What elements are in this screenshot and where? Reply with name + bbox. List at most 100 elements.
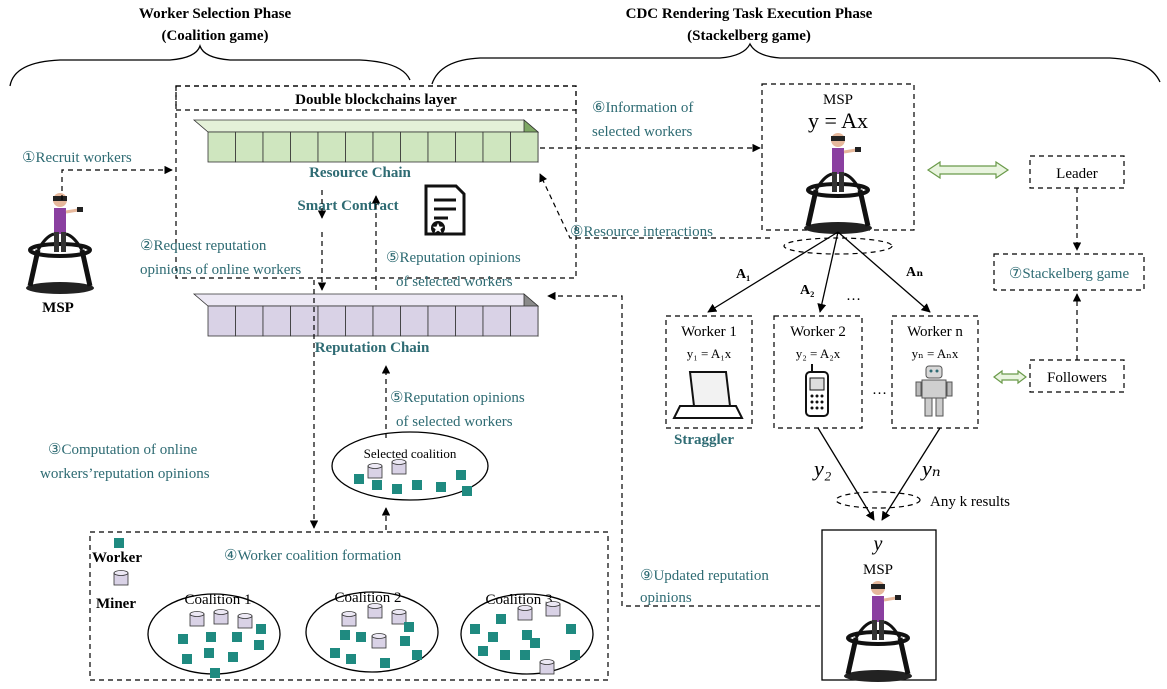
msp-left-icon	[26, 193, 94, 294]
resource-block	[290, 131, 319, 163]
resource-block	[235, 131, 264, 163]
coalition-3-label: Coalition 3	[485, 592, 552, 608]
worker-square	[256, 624, 266, 634]
msp-bottom-icon	[844, 581, 912, 682]
worker-square	[500, 650, 510, 660]
reputation-block	[235, 305, 264, 337]
step-5-lower-line2: of selected workers	[396, 414, 513, 430]
resource-block	[207, 131, 236, 163]
step-1-label: ①Recruit workers	[22, 150, 132, 166]
msp-bottom-label: MSP	[863, 562, 893, 578]
coalition-1-label: Coalition 1	[184, 592, 251, 608]
worker-n-name: Worker n	[907, 324, 963, 340]
legend-worker-square	[114, 538, 124, 548]
edge-a1-label: A₁	[736, 267, 750, 282]
selected-coalition-label: Selected coalition	[364, 446, 457, 461]
worker-selection-phase-subtitle: (Coalition game)	[161, 28, 268, 44]
worker-square	[400, 636, 410, 646]
edge-ellipsis: …	[846, 288, 861, 304]
resource-block	[372, 131, 401, 163]
right-phase-brace	[431, 42, 1161, 85]
smart-contract-label: Smart Contract	[297, 198, 398, 214]
step-2-label-line1: ②Request reputation	[140, 238, 267, 254]
worker-square	[412, 650, 422, 660]
worker-square	[204, 648, 214, 658]
step-5-upper-line2: of selected workers	[396, 274, 513, 290]
step-6-label-line2: selected workers	[592, 124, 693, 140]
laptop-icon	[672, 371, 744, 419]
reputation-block	[510, 305, 539, 337]
worker-square	[462, 486, 472, 496]
any-k-ellipse	[835, 491, 921, 509]
resource-block	[345, 131, 374, 163]
msp-top-label: MSP	[823, 92, 853, 108]
resource-block	[317, 131, 346, 163]
robot-icon	[915, 365, 953, 417]
worker-2-equation: y₂ = A₂x	[796, 346, 841, 361]
edge-an-label: Aₙ	[906, 265, 923, 280]
followers-label: Followers	[1047, 370, 1107, 386]
resource-chain	[192, 119, 540, 163]
edge-a2-label: A₂	[800, 283, 814, 298]
step-9-label-line2: opinions	[640, 590, 692, 606]
step-3-label-line1: ③Computation of online	[48, 442, 198, 458]
worker-square	[436, 482, 446, 492]
worker-square	[210, 668, 220, 678]
reputation-block	[455, 305, 484, 337]
worker-square	[456, 470, 466, 480]
msp-top-icon	[804, 133, 872, 234]
worker-square	[356, 632, 366, 642]
worker-square	[232, 632, 242, 642]
step-5-lower-line1: ⑤Reputation opinions	[390, 390, 525, 406]
coalition-3-ellipse	[460, 593, 594, 675]
step-9-label-line1: ⑨Updated reputation	[640, 568, 769, 584]
selected-coalition-ellipse	[331, 431, 489, 501]
msp-equation: y = Ax	[808, 108, 868, 133]
step-4-label: ④Worker coalition formation	[224, 548, 402, 564]
step-8-label: ⑧Resource interactions	[570, 224, 713, 240]
resource-block	[510, 131, 539, 163]
output-yn-label: yₙ	[920, 456, 941, 481]
worker-square	[520, 650, 530, 660]
worker-square	[372, 480, 382, 490]
stackelberg-game-box	[993, 253, 1145, 291]
workers-ellipsis: …	[872, 382, 887, 398]
legend-miner-icon	[113, 570, 129, 586]
followers-double-arrow-icon	[993, 369, 1027, 385]
legend-worker-label: Worker	[92, 550, 142, 566]
step-7-label: ⑦Stackelberg game	[1009, 266, 1130, 282]
leader-label: Leader	[1056, 166, 1098, 182]
worker-square	[570, 650, 580, 660]
resource-block	[400, 131, 429, 163]
step-2-label-line2: opinions of online workers	[140, 262, 301, 278]
execution-phase-title: CDC Rendering Task Execution Phase	[626, 6, 873, 22]
worker-square	[478, 646, 488, 656]
reputation-block	[345, 305, 374, 337]
reputation-block	[317, 305, 346, 337]
worker-square	[530, 638, 540, 648]
worker-selection-phase-title: Worker Selection Phase	[139, 6, 292, 22]
worker-square	[496, 614, 506, 624]
reputation-chain	[192, 293, 540, 337]
double-blockchains-layer-title: Double blockchains layer	[295, 92, 457, 108]
worker-square	[566, 624, 576, 634]
step-3-label-line2: workers’reputation opinions	[40, 466, 210, 482]
worker-square	[392, 484, 402, 494]
reputation-block	[372, 305, 401, 337]
worker-square	[522, 630, 532, 640]
reputation-chain-label: Reputation Chain	[315, 340, 430, 356]
worker-2-name: Worker 2	[790, 324, 846, 340]
straggler-label: Straggler	[674, 432, 734, 448]
coalition-2-label: Coalition 2	[334, 590, 401, 606]
worker-square	[488, 632, 498, 642]
resource-block	[427, 131, 456, 163]
worker-square	[354, 474, 364, 484]
worker-square	[346, 654, 356, 664]
step-6-label-line1: ⑥Information of	[592, 100, 693, 116]
msp-left-label: MSP	[42, 300, 74, 316]
reputation-block	[400, 305, 429, 337]
reputation-block	[482, 305, 511, 337]
worker-1-equation: y₁ = A₁x	[687, 346, 732, 361]
